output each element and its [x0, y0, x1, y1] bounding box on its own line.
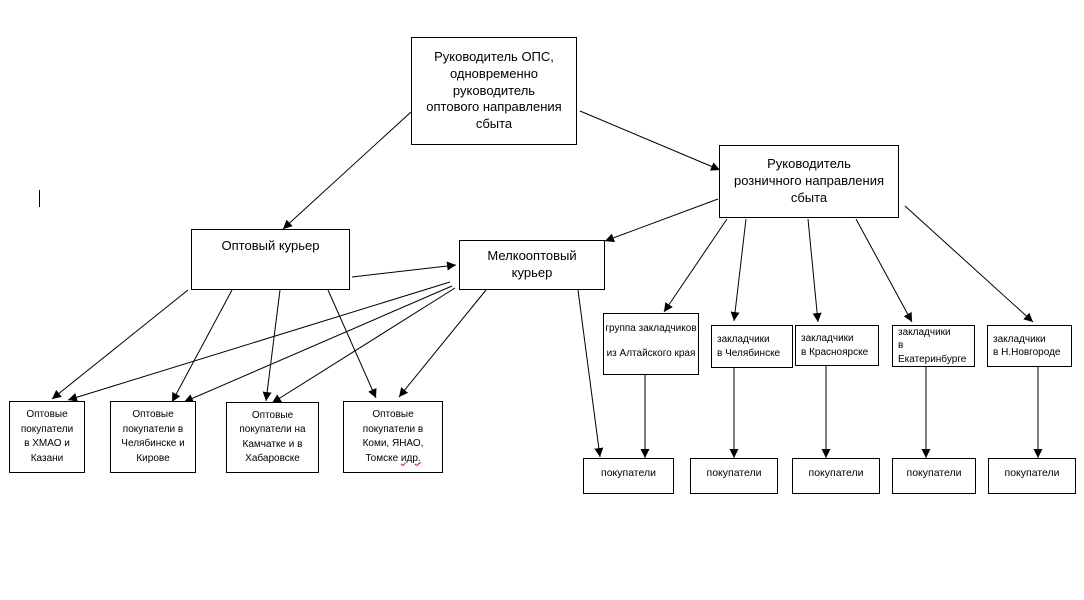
edge-retail-to-nn [904, 205, 1034, 323]
edge-retail-to-krasn [807, 218, 822, 323]
edge-small-to-kamch [271, 287, 456, 404]
node-nn-dealers: закладчики в Н.Новгороде [987, 325, 1072, 367]
node-buyers-komi: Оптовые покупатели в Коми, ЯНАО, Томске … [343, 401, 443, 473]
node-buyers-4: покупатели [892, 458, 976, 494]
node-buyers-5: покупатели [988, 458, 1076, 494]
node-buyers-kamchatka: Оптовые покупатели на Камчатке и в Хабар… [226, 402, 319, 473]
edge-retail-to-chelyab [730, 218, 747, 322]
edge-wholesale-to-smallcourier [351, 261, 457, 278]
text-cursor [39, 190, 40, 207]
node-altai-group: группа закладчиков из Алтайского края [603, 313, 699, 375]
edge-retail-to-ekb [855, 218, 913, 323]
spellcheck-word: идр. [400, 452, 421, 464]
edge-head-to-wholesale [282, 111, 412, 230]
node-krasnoyarsk-dealers: закладчики в Красноярске [795, 325, 879, 366]
node-wholesale-courier: Оптовый курьер [191, 229, 350, 290]
node-buyers-chel-kirov: Оптовые покупатели в Челябинске и Кирове [110, 401, 196, 473]
node-buyers-3: покупатели [792, 458, 880, 494]
node-buyers-khmao: Оптовые покупатели в ХМАО и Казани [9, 401, 85, 473]
edge-wholesale-to-chel [171, 289, 233, 403]
edge-small-to-buyers1 [577, 289, 604, 458]
edge-retail-to-altai [663, 218, 728, 313]
node-buyers-2: покупатели [690, 458, 778, 494]
edge-wholesale-to-komi [327, 289, 377, 399]
edge-small-to-komi [398, 289, 487, 398]
node-ekb-dealers: закладчики в Екатеринбурге [892, 325, 975, 367]
node-chelyabinsk-dealers: закладчики в Челябинске [711, 325, 793, 368]
edge-wholesale-to-kamch [262, 289, 281, 402]
node-small-courier: Мелкооптовый курьер [459, 240, 605, 290]
edge-retail-to-smallcourier [604, 198, 719, 243]
node-buyers-1: покупатели [583, 458, 674, 494]
node-retail-head: Руководитель розничного направления сбыт… [719, 145, 899, 218]
edge-small-to-khmao [67, 281, 451, 402]
edge-head-to-retail [579, 110, 721, 171]
node-ops-head: Руководитель ОПС, одновременно руководит… [411, 37, 577, 145]
edge-small-to-chel [183, 285, 453, 403]
edge-wholesale-to-khmao [51, 289, 189, 400]
